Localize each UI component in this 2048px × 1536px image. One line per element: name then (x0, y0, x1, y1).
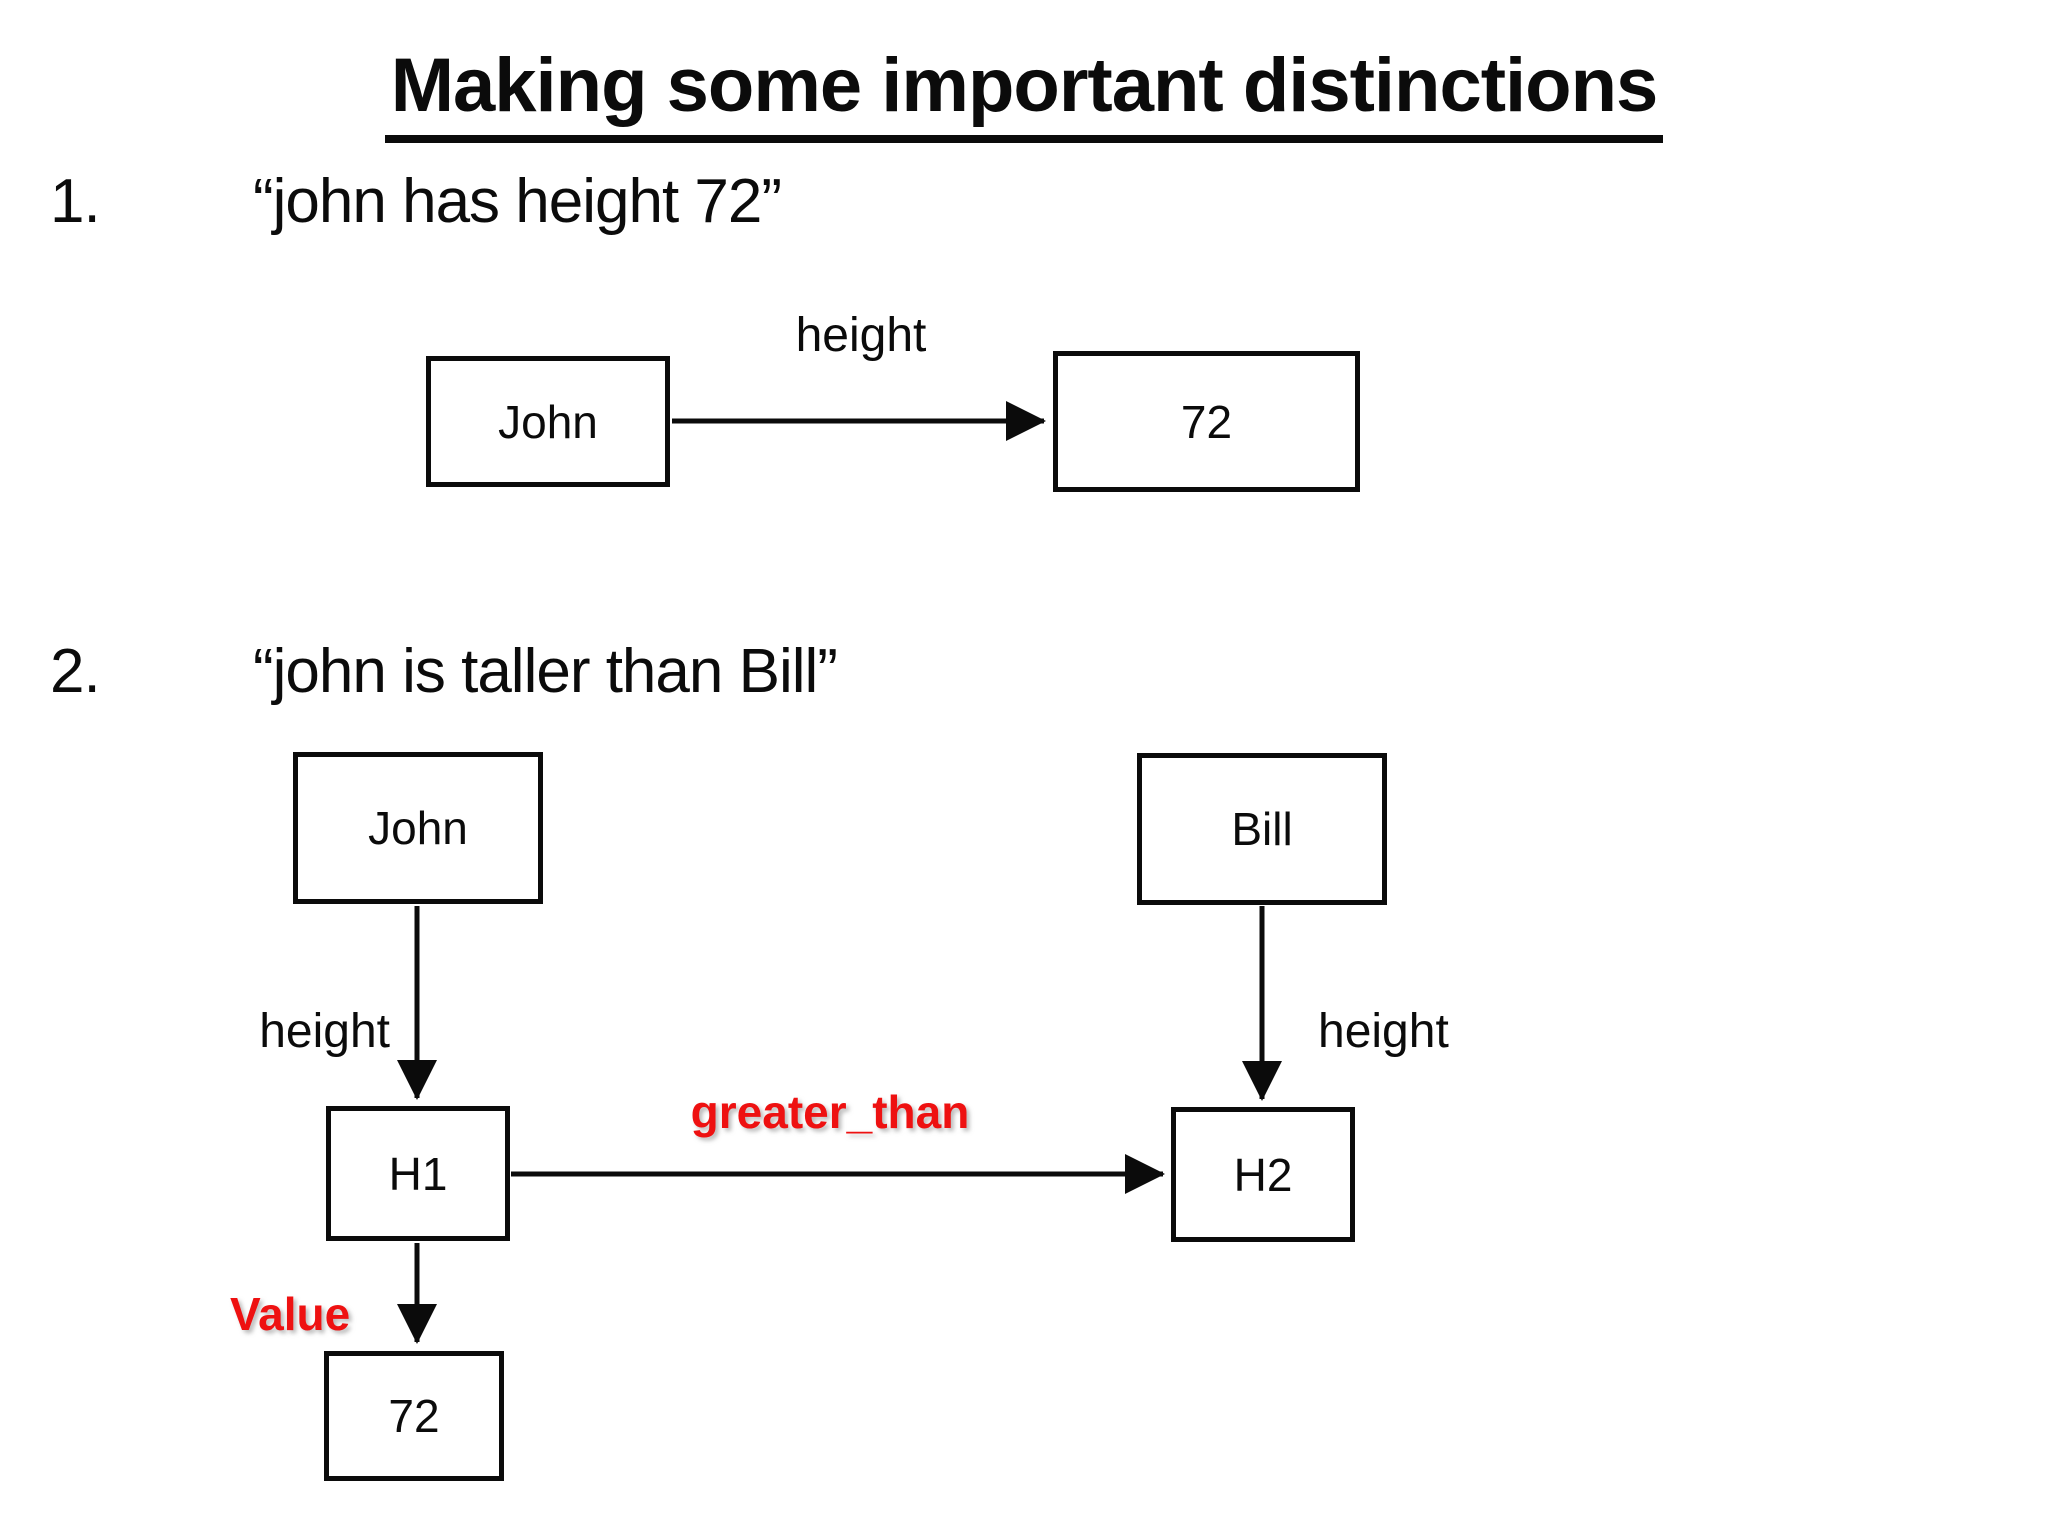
diagram2-node-h1: H1 (326, 1106, 510, 1241)
statement-1: 1. “john has height 72” (50, 166, 1750, 256)
diagram2-edge-label-height-left: height (259, 1005, 390, 1058)
diagram1-node-72: 72 (1053, 351, 1360, 492)
statement-1-number: 1. (50, 167, 101, 236)
diagram1-edge-label-height: height (795, 309, 927, 362)
diagram2-edge-label-value: Value (230, 1288, 351, 1340)
statement-2-text: “john is taller than Bill” (253, 637, 838, 706)
diagram2-node-72: 72 (324, 1351, 504, 1481)
page-title: Making some important distinctions (0, 42, 2048, 143)
diagram2-node-h2: H2 (1171, 1107, 1355, 1242)
diagram2-edge-label-height-right: height (1318, 1005, 1449, 1058)
page-title-text: Making some important distinctions (384, 42, 1664, 143)
diagram2-edge-label-greater-than: greater_than (690, 1086, 970, 1138)
diagram2-node-bill: Bill (1137, 753, 1387, 905)
diagram1-node-john: John (426, 356, 670, 487)
statement-2: 2. “john is taller than Bill” (50, 636, 1750, 726)
diagram2-node-john: John (293, 752, 543, 904)
statement-1-text: “john has height 72” (253, 167, 782, 236)
statement-2-number: 2. (50, 637, 101, 706)
